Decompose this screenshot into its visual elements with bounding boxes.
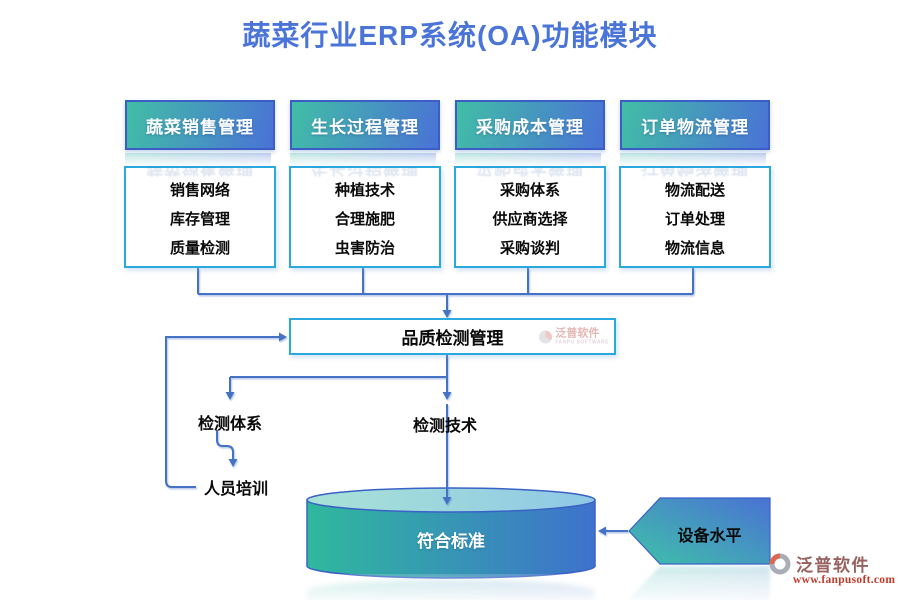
list-item: 种植技术: [334, 182, 395, 199]
quality-inspection-box: 品质检测管理 泛普软件 FANPU SOFTWARE: [289, 318, 616, 355]
list-box-sales: 蔬菜销售管理 销售网络 库存管理 质量检测: [124, 166, 276, 268]
fanpu-logo-url: www.fanpusoft.com: [793, 574, 896, 586]
header-reflection: [620, 153, 766, 166]
list-box-logistics: 订单物流管理 物流配送 订单处理 物流信息: [619, 166, 771, 268]
pentagon-shape: [628, 497, 771, 565]
connector-arrowheads: [225, 310, 606, 536]
node-inspection-system: 检测体系: [197, 416, 262, 433]
watermark: 泛普软件 FANPU SOFTWARE: [539, 328, 609, 345]
fanpu-logo-icon: [769, 553, 791, 575]
header-sales-management: 蔬菜销售管理: [125, 100, 275, 150]
header-order-logistics-management: 订单物流管理: [620, 100, 770, 150]
list-items: 物流配送 订单处理 物流信息: [621, 168, 769, 266]
watermark-brand: 泛普软件: [555, 327, 600, 339]
node-inspection-tech: 检测技术: [412, 418, 477, 435]
list-items: 销售网络 库存管理 质量检测: [126, 168, 274, 266]
quality-inspection-label: 品质检测管理: [401, 329, 504, 348]
list-item: 销售网络: [169, 182, 230, 199]
list-item: 供应商选择: [492, 211, 568, 228]
reflection-fade: [270, 574, 780, 600]
header-reflection: [290, 153, 436, 166]
watermark-text: 泛普软件 FANPU SOFTWARE: [555, 328, 609, 345]
node-personnel-training: 人员培训: [203, 481, 268, 498]
list-items: 采购体系 供应商选择 采购谈判: [456, 168, 604, 266]
watermark-sub: FANPU SOFTWARE: [555, 339, 609, 345]
list-item: 库存管理: [169, 211, 230, 228]
list-item: 采购体系: [499, 182, 560, 199]
header-procurement-management: 采购成本管理: [455, 100, 605, 150]
node-equipment-level: 设备水平: [677, 528, 742, 545]
header-growth-management: 生长过程管理: [290, 100, 440, 150]
page-title: 蔬菜行业ERP系统(OA)功能模块: [242, 20, 658, 51]
list-item: 合理施肥: [334, 211, 395, 228]
list-item: 物流配送: [664, 182, 725, 199]
watermark-logo-icon: [539, 330, 553, 343]
node-meet-standard: 符合标准: [417, 532, 485, 551]
list-item: 物流信息: [664, 240, 725, 257]
list-item: 虫害防治: [334, 240, 395, 257]
list-items: 种植技术 合理施肥 虫害防治: [291, 168, 439, 266]
header-reflection: [125, 153, 271, 166]
list-item: 质量检测: [169, 240, 230, 257]
list-item: 订单处理: [664, 211, 725, 228]
header-reflection: [455, 153, 601, 166]
list-item: 采购谈判: [499, 240, 560, 257]
fanpu-logo-brand: 泛普软件: [796, 556, 870, 575]
list-box-growth: 生长过程管理 种植技术 合理施肥 虫害防治: [289, 166, 441, 268]
list-box-procurement: 采购成本管理 采购体系 供应商选择 采购谈判: [454, 166, 606, 268]
connector-lines: [165, 268, 694, 532]
